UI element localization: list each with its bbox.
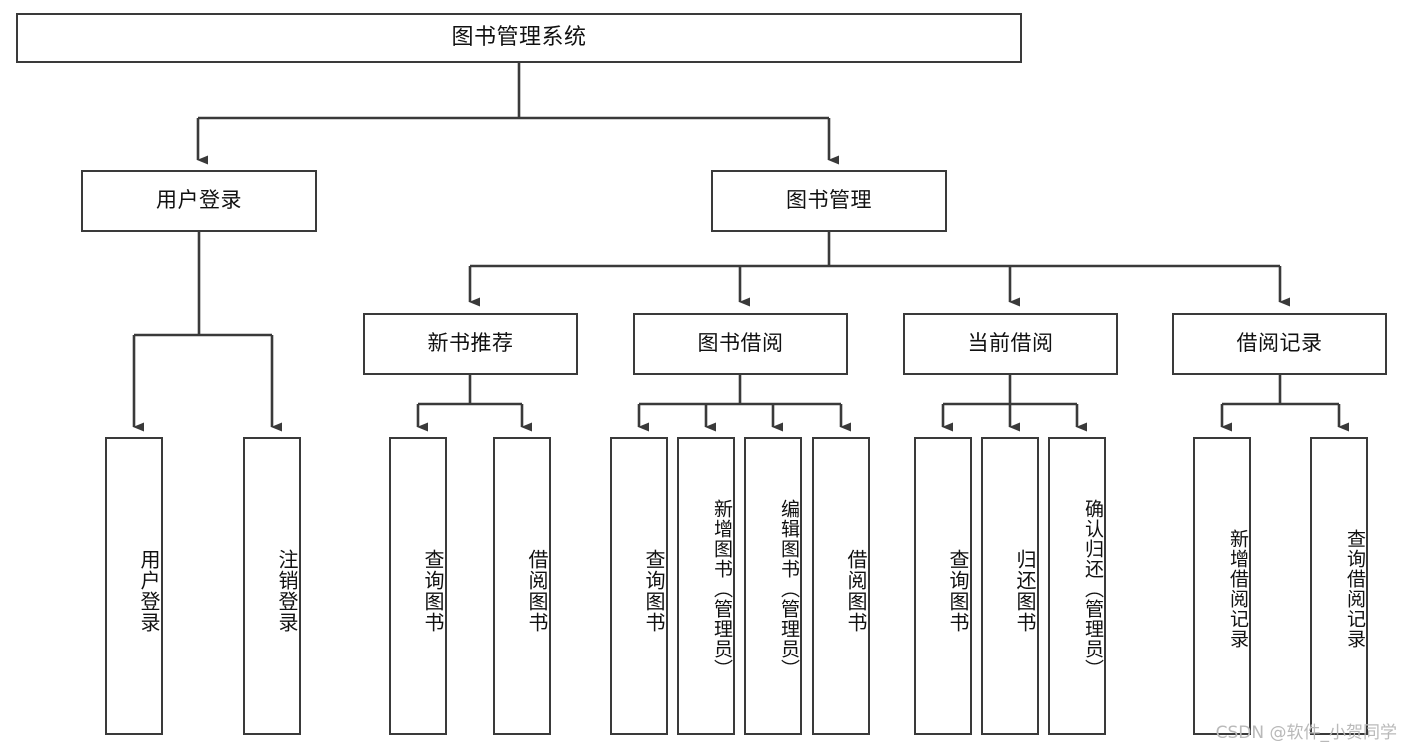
leaf-book-borrow-3[interactable]: 编辑图书（管理员） <box>744 437 802 735</box>
leaf-user-login-1[interactable]: 用户登录 <box>105 437 163 735</box>
node-new-book-recommend[interactable]: 新书推荐 <box>363 313 578 375</box>
leaf-current-borrow-3[interactable]: 确认归还（管理员） <box>1048 437 1106 735</box>
node-book-borrow[interactable]: 图书借阅 <box>633 313 848 375</box>
node-user-login[interactable]: 用户登录 <box>81 170 317 232</box>
node-current-borrow[interactable]: 当前借阅 <box>903 313 1118 375</box>
leaf-user-login-2[interactable]: 注销登录 <box>243 437 301 735</box>
leaf-book-borrow-1[interactable]: 查询图书 <box>610 437 668 735</box>
leaf-borrow-record-1[interactable]: 新增借阅记录 <box>1193 437 1251 735</box>
leaf-new-book-2[interactable]: 借阅图书 <box>493 437 551 735</box>
leaf-new-book-1[interactable]: 查询图书 <box>389 437 447 735</box>
leaf-current-borrow-1[interactable]: 查询图书 <box>914 437 972 735</box>
node-borrow-record[interactable]: 借阅记录 <box>1172 313 1387 375</box>
node-root[interactable]: 图书管理系统 <box>16 13 1022 63</box>
leaf-current-borrow-2[interactable]: 归还图书 <box>981 437 1039 735</box>
leaf-book-borrow-2[interactable]: 新增图书（管理员） <box>677 437 735 735</box>
leaf-book-borrow-4[interactable]: 借阅图书 <box>812 437 870 735</box>
watermark-text: CSDN @软件_小贺同学 <box>1215 723 1397 743</box>
leaf-borrow-record-2[interactable]: 查询借阅记录 <box>1310 437 1368 735</box>
node-book-manage[interactable]: 图书管理 <box>711 170 947 232</box>
